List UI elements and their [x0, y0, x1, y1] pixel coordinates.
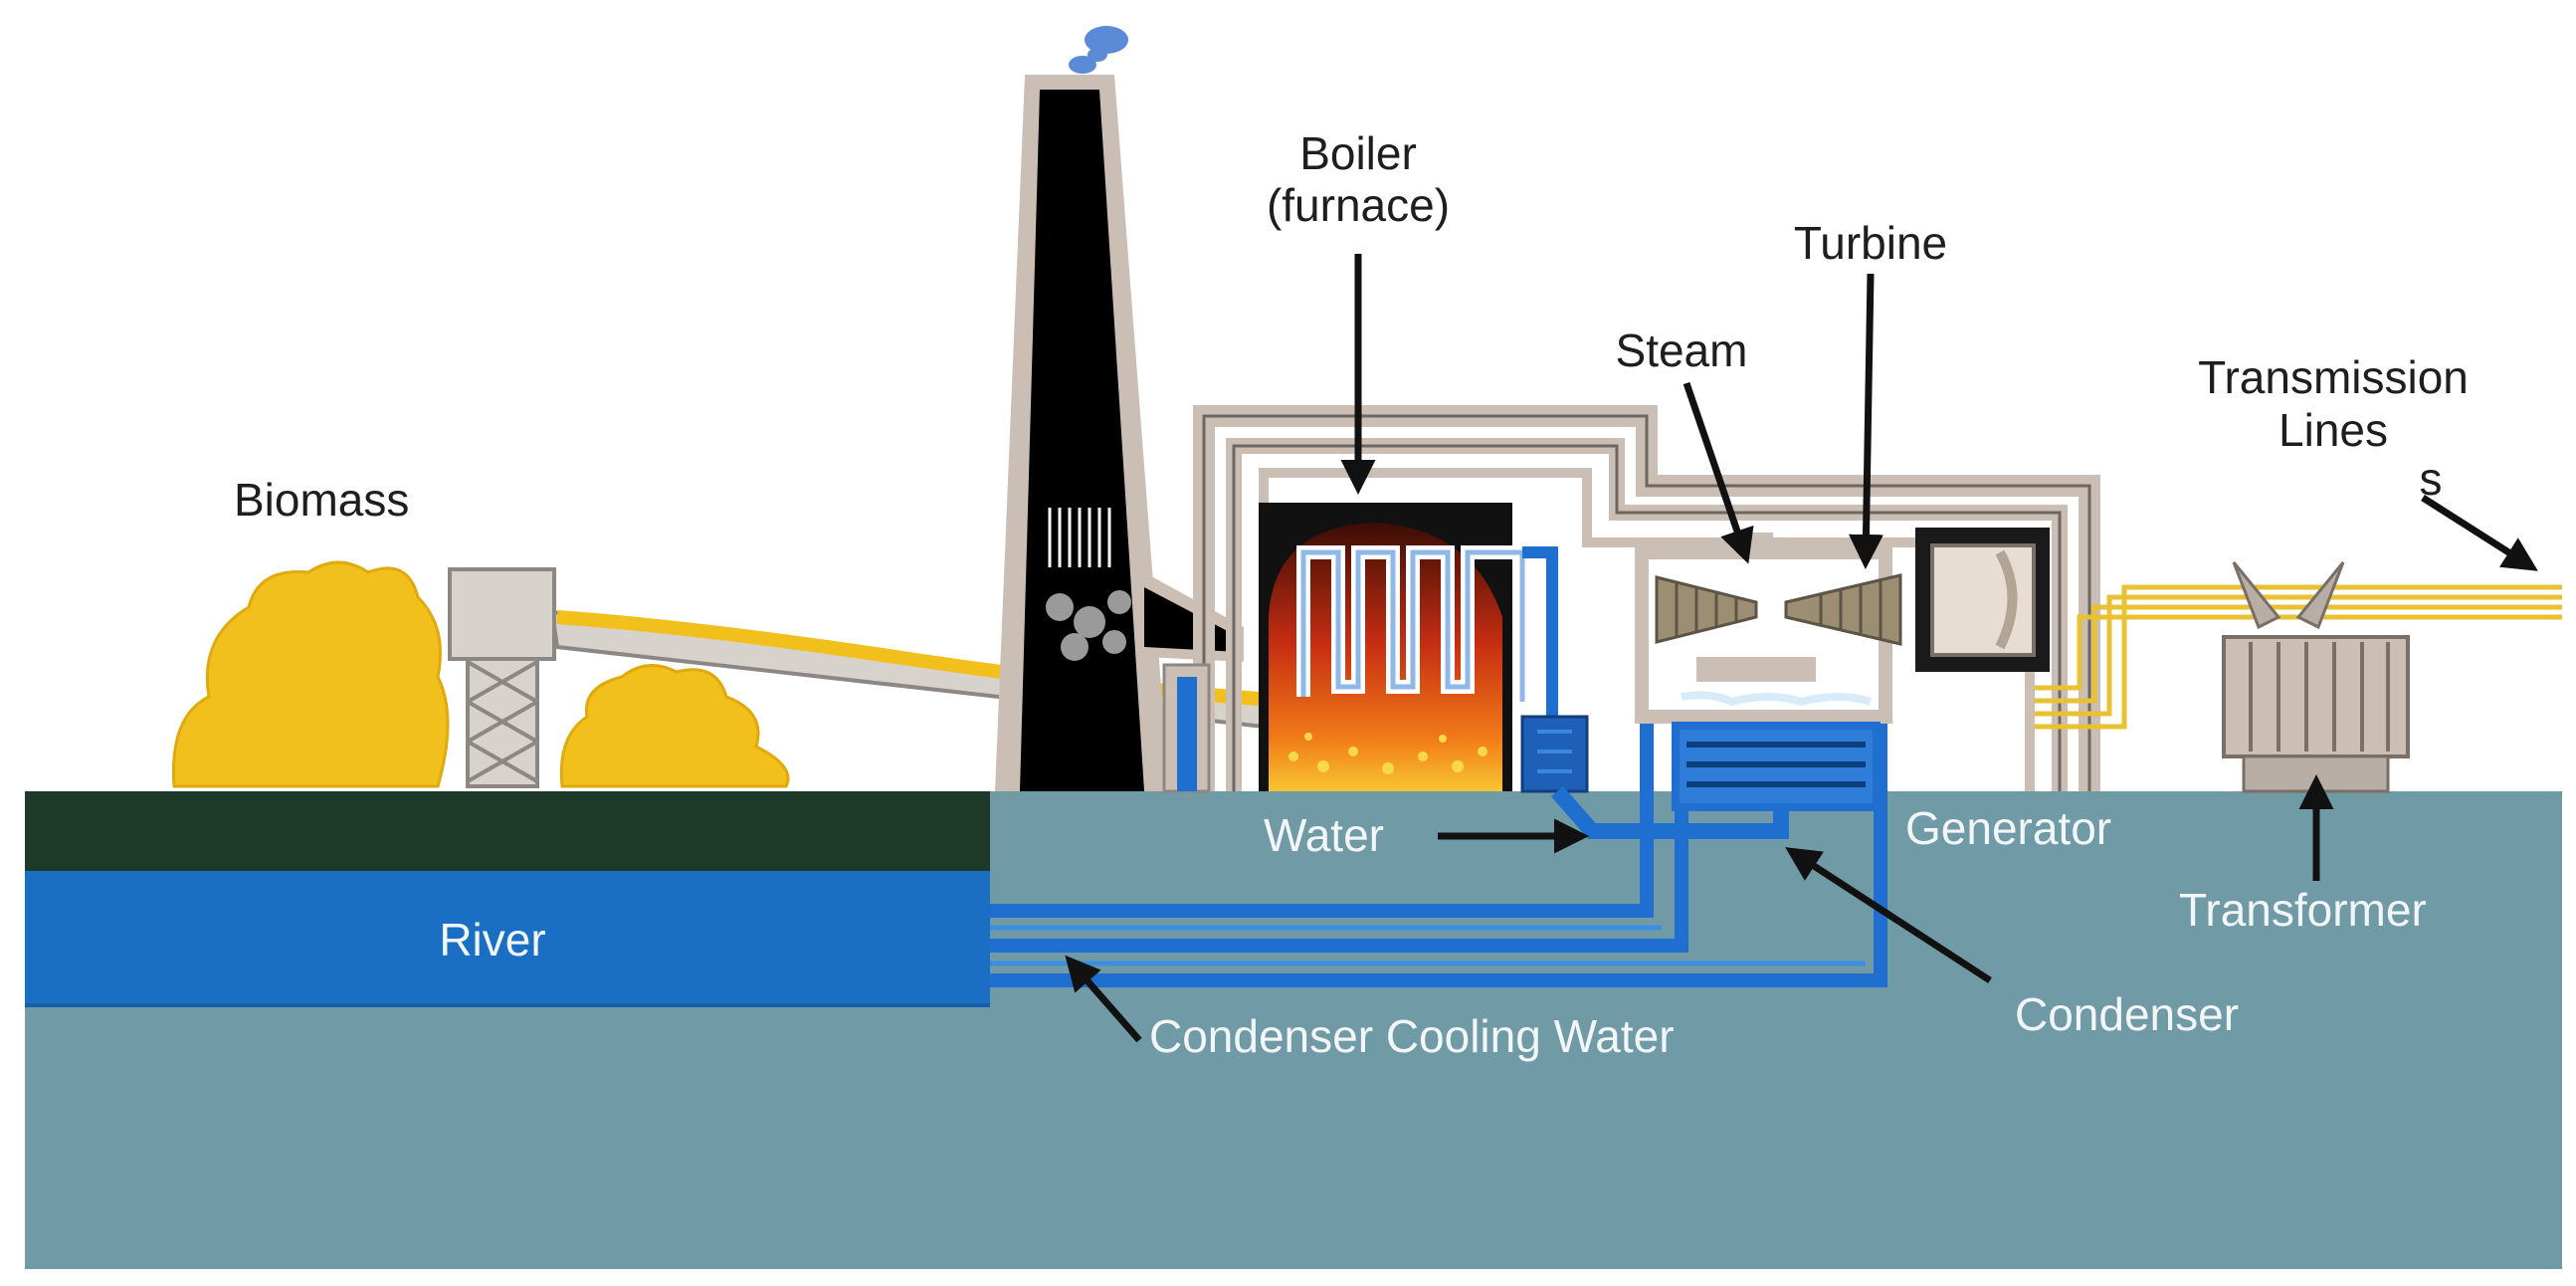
grass-band	[25, 791, 990, 871]
hopper-tower	[448, 567, 556, 788]
label-river: River	[439, 914, 545, 965]
generator	[1915, 528, 2050, 672]
label-transmission-mark: s	[2420, 453, 2443, 505]
biomass-pile	[171, 560, 790, 788]
label-water: Water	[1264, 809, 1384, 861]
boiler	[1162, 503, 1558, 793]
label-arrows	[1065, 254, 2538, 1043]
label-steam: Steam	[1616, 324, 1748, 376]
label-transmission: Transmission	[2198, 351, 2469, 403]
label-transmission-lines: Lines	[2279, 404, 2388, 456]
condenser	[1672, 722, 1881, 811]
label-boiler: Boiler	[1299, 127, 1417, 179]
label-turbine: Turbine	[1794, 217, 1947, 269]
turbine	[1635, 533, 1902, 724]
label-transformer: Transformer	[2179, 884, 2427, 936]
transmission-lines	[2035, 584, 2562, 730]
label-condenser: Condenser	[2015, 988, 2239, 1040]
river	[25, 871, 990, 1005]
label-generator: Generator	[1905, 802, 2111, 854]
label-condenser-cooling-water: Condenser Cooling Water	[1149, 1010, 1675, 1062]
feedwater-tank	[1520, 715, 1589, 793]
smoke-stack	[995, 26, 1244, 791]
label-boiler-furnace: (furnace)	[1267, 179, 1450, 231]
transformer	[2222, 561, 2410, 793]
label-biomass: Biomass	[234, 474, 409, 526]
